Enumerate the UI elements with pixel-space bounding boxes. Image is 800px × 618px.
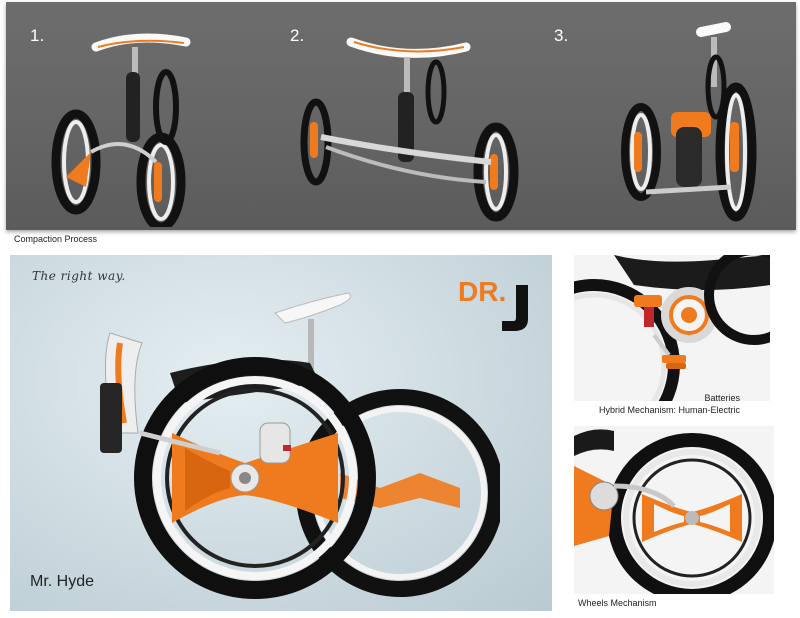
hybrid-mechanism-caption: Hybrid Mechanism: Human-Electric (598, 405, 740, 415)
mr-hyde-trike-image (100, 292, 500, 599)
tagline: The right way. (32, 269, 126, 283)
batteries-caption: Batteries (704, 393, 740, 403)
step-2-number: 2. (290, 26, 305, 45)
step-3-number: 3. (554, 26, 569, 45)
step-1-number: 1. (30, 26, 45, 45)
trike-step-2-image (300, 37, 519, 222)
model-name: Mr. Hyde (30, 573, 95, 590)
wheels-mechanism-caption: Wheels Mechanism (578, 598, 657, 608)
batteries-caption-group: Batteries Hybrid Mechanism: Human-Electr… (574, 392, 740, 416)
hero-render-panel: The right way. DR. Mr. Hyde (10, 255, 552, 611)
svg-text:DR.: DR. (458, 276, 506, 307)
wheels-detail-panel (574, 426, 774, 594)
trike-step-1-image (51, 33, 191, 227)
compaction-caption: Compaction Process (14, 234, 98, 244)
trike-step-3-image (621, 22, 757, 222)
compaction-panel: 1. 2. 3. (6, 2, 796, 230)
wheels-detail-image (574, 426, 774, 594)
batteries-detail-image (574, 255, 770, 401)
dr-j-logo: DR. (458, 276, 528, 331)
batteries-detail-panel (574, 255, 770, 401)
